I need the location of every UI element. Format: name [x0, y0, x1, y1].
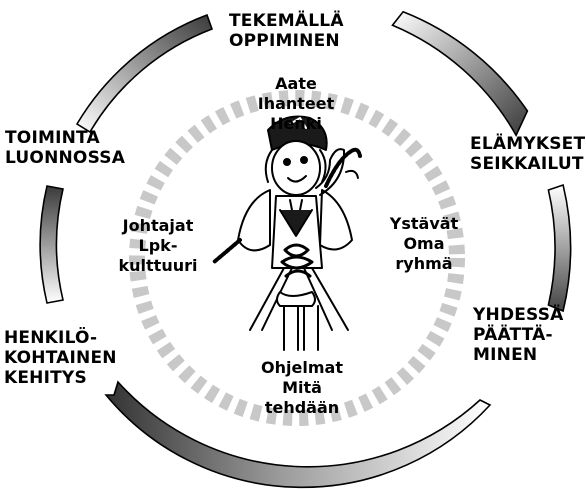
scout-with-rope-illustration	[214, 117, 360, 351]
label-elamykset-seikkailut: ELÄMYKSET SEIKKAILUT	[470, 134, 585, 174]
label-yhdessa-paattaminen: YHDESSÄ PÄÄTTÄ- MINEN	[473, 305, 564, 365]
label-ohjelmat-mita-tehdaan: Ohjelmat Mitä tehdään	[252, 358, 352, 418]
label-ystavat-oma-ryhma: Ystävät Oma ryhmä	[384, 214, 464, 274]
label-johtajat-lpk-kulttuuri: Johtajat Lpk- kulttuuri	[110, 216, 206, 276]
label-toiminta-luonnossa: TOIMINTA LUONNOSSA	[5, 128, 125, 168]
ring-segment-top-right	[393, 12, 528, 136]
ring-segment-top-left	[77, 15, 212, 132]
ring-segment-right	[548, 185, 570, 311]
label-henkilokohtainen-kehitys: HENKILÖ- KOHTAINEN KEHITYS	[4, 328, 117, 388]
label-tekemalla-oppiminen: TEKEMÄLLÄ OPPIMINEN	[229, 11, 344, 51]
ring-segment-left	[40, 186, 63, 303]
label-aate-ihanteet-henki: Aate Ihanteet Henki	[254, 74, 338, 134]
